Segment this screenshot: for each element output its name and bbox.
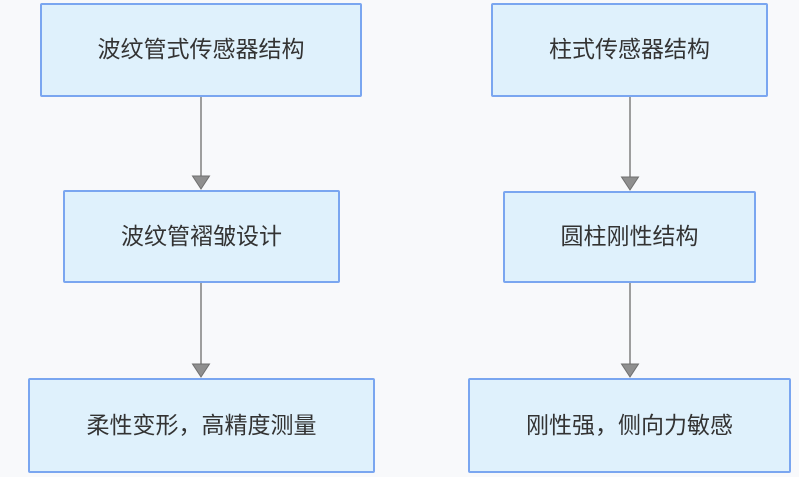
node-label: 柱式传感器结构	[549, 36, 710, 63]
node-label: 刚性强，侧向力敏感	[526, 411, 733, 438]
arrow-down-icon	[620, 283, 640, 378]
node-flexible-deformation-high-precision: 柔性变形，高精度测量	[28, 378, 375, 473]
arrow-down-icon	[191, 97, 211, 190]
arrow-down-icon	[191, 283, 211, 378]
node-bellows-fold-design: 波纹管褶皱设计	[63, 190, 340, 283]
node-label: 柔性变形，高精度测量	[86, 411, 317, 438]
node-bellows-sensor-structure: 波纹管式传感器结构	[40, 3, 362, 97]
node-label: 波纹管褶皱设计	[121, 222, 282, 249]
node-cylinder-rigid-structure: 圆柱刚性结构	[503, 191, 756, 283]
node-label: 圆柱刚性结构	[560, 223, 699, 250]
node-strong-rigidity-lateral-force-sensitive: 刚性强，侧向力敏感	[468, 378, 791, 473]
node-label: 波纹管式传感器结构	[97, 36, 305, 63]
arrow-down-icon	[620, 97, 640, 191]
node-column-sensor-structure: 柱式传感器结构	[491, 3, 768, 97]
